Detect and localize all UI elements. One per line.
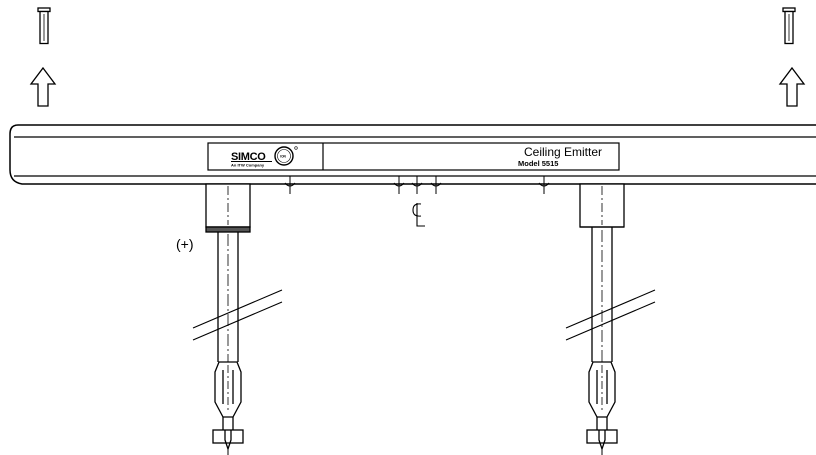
- centerline-symbol: [412, 203, 425, 227]
- up-arrow-right: [778, 66, 806, 107]
- product-model: Model 5515: [518, 159, 558, 168]
- brand-seal: ION: [280, 154, 286, 158]
- cable-assembly-left: [192, 183, 283, 455]
- mounting-screw-left: [37, 7, 51, 45]
- cable-assembly-right: [565, 183, 656, 455]
- emitter-housing: [9, 124, 816, 185]
- emitter-pin: [393, 176, 405, 194]
- brand-name: SIMCO: [231, 151, 266, 163]
- emitter-pin: [430, 176, 442, 194]
- polarity-label: (+): [176, 236, 194, 252]
- up-arrow-left: [29, 66, 57, 107]
- brand-tagline: An ITW Company: [231, 163, 265, 168]
- emitter-pin: [284, 176, 296, 194]
- mounting-screw-right: [782, 7, 796, 45]
- emitter-pin: [411, 176, 423, 194]
- product-title: Ceiling Emitter: [524, 145, 602, 159]
- emitter-pin: [538, 176, 550, 194]
- simco-logo: SIMCO An ITW Company ION: [231, 146, 298, 168]
